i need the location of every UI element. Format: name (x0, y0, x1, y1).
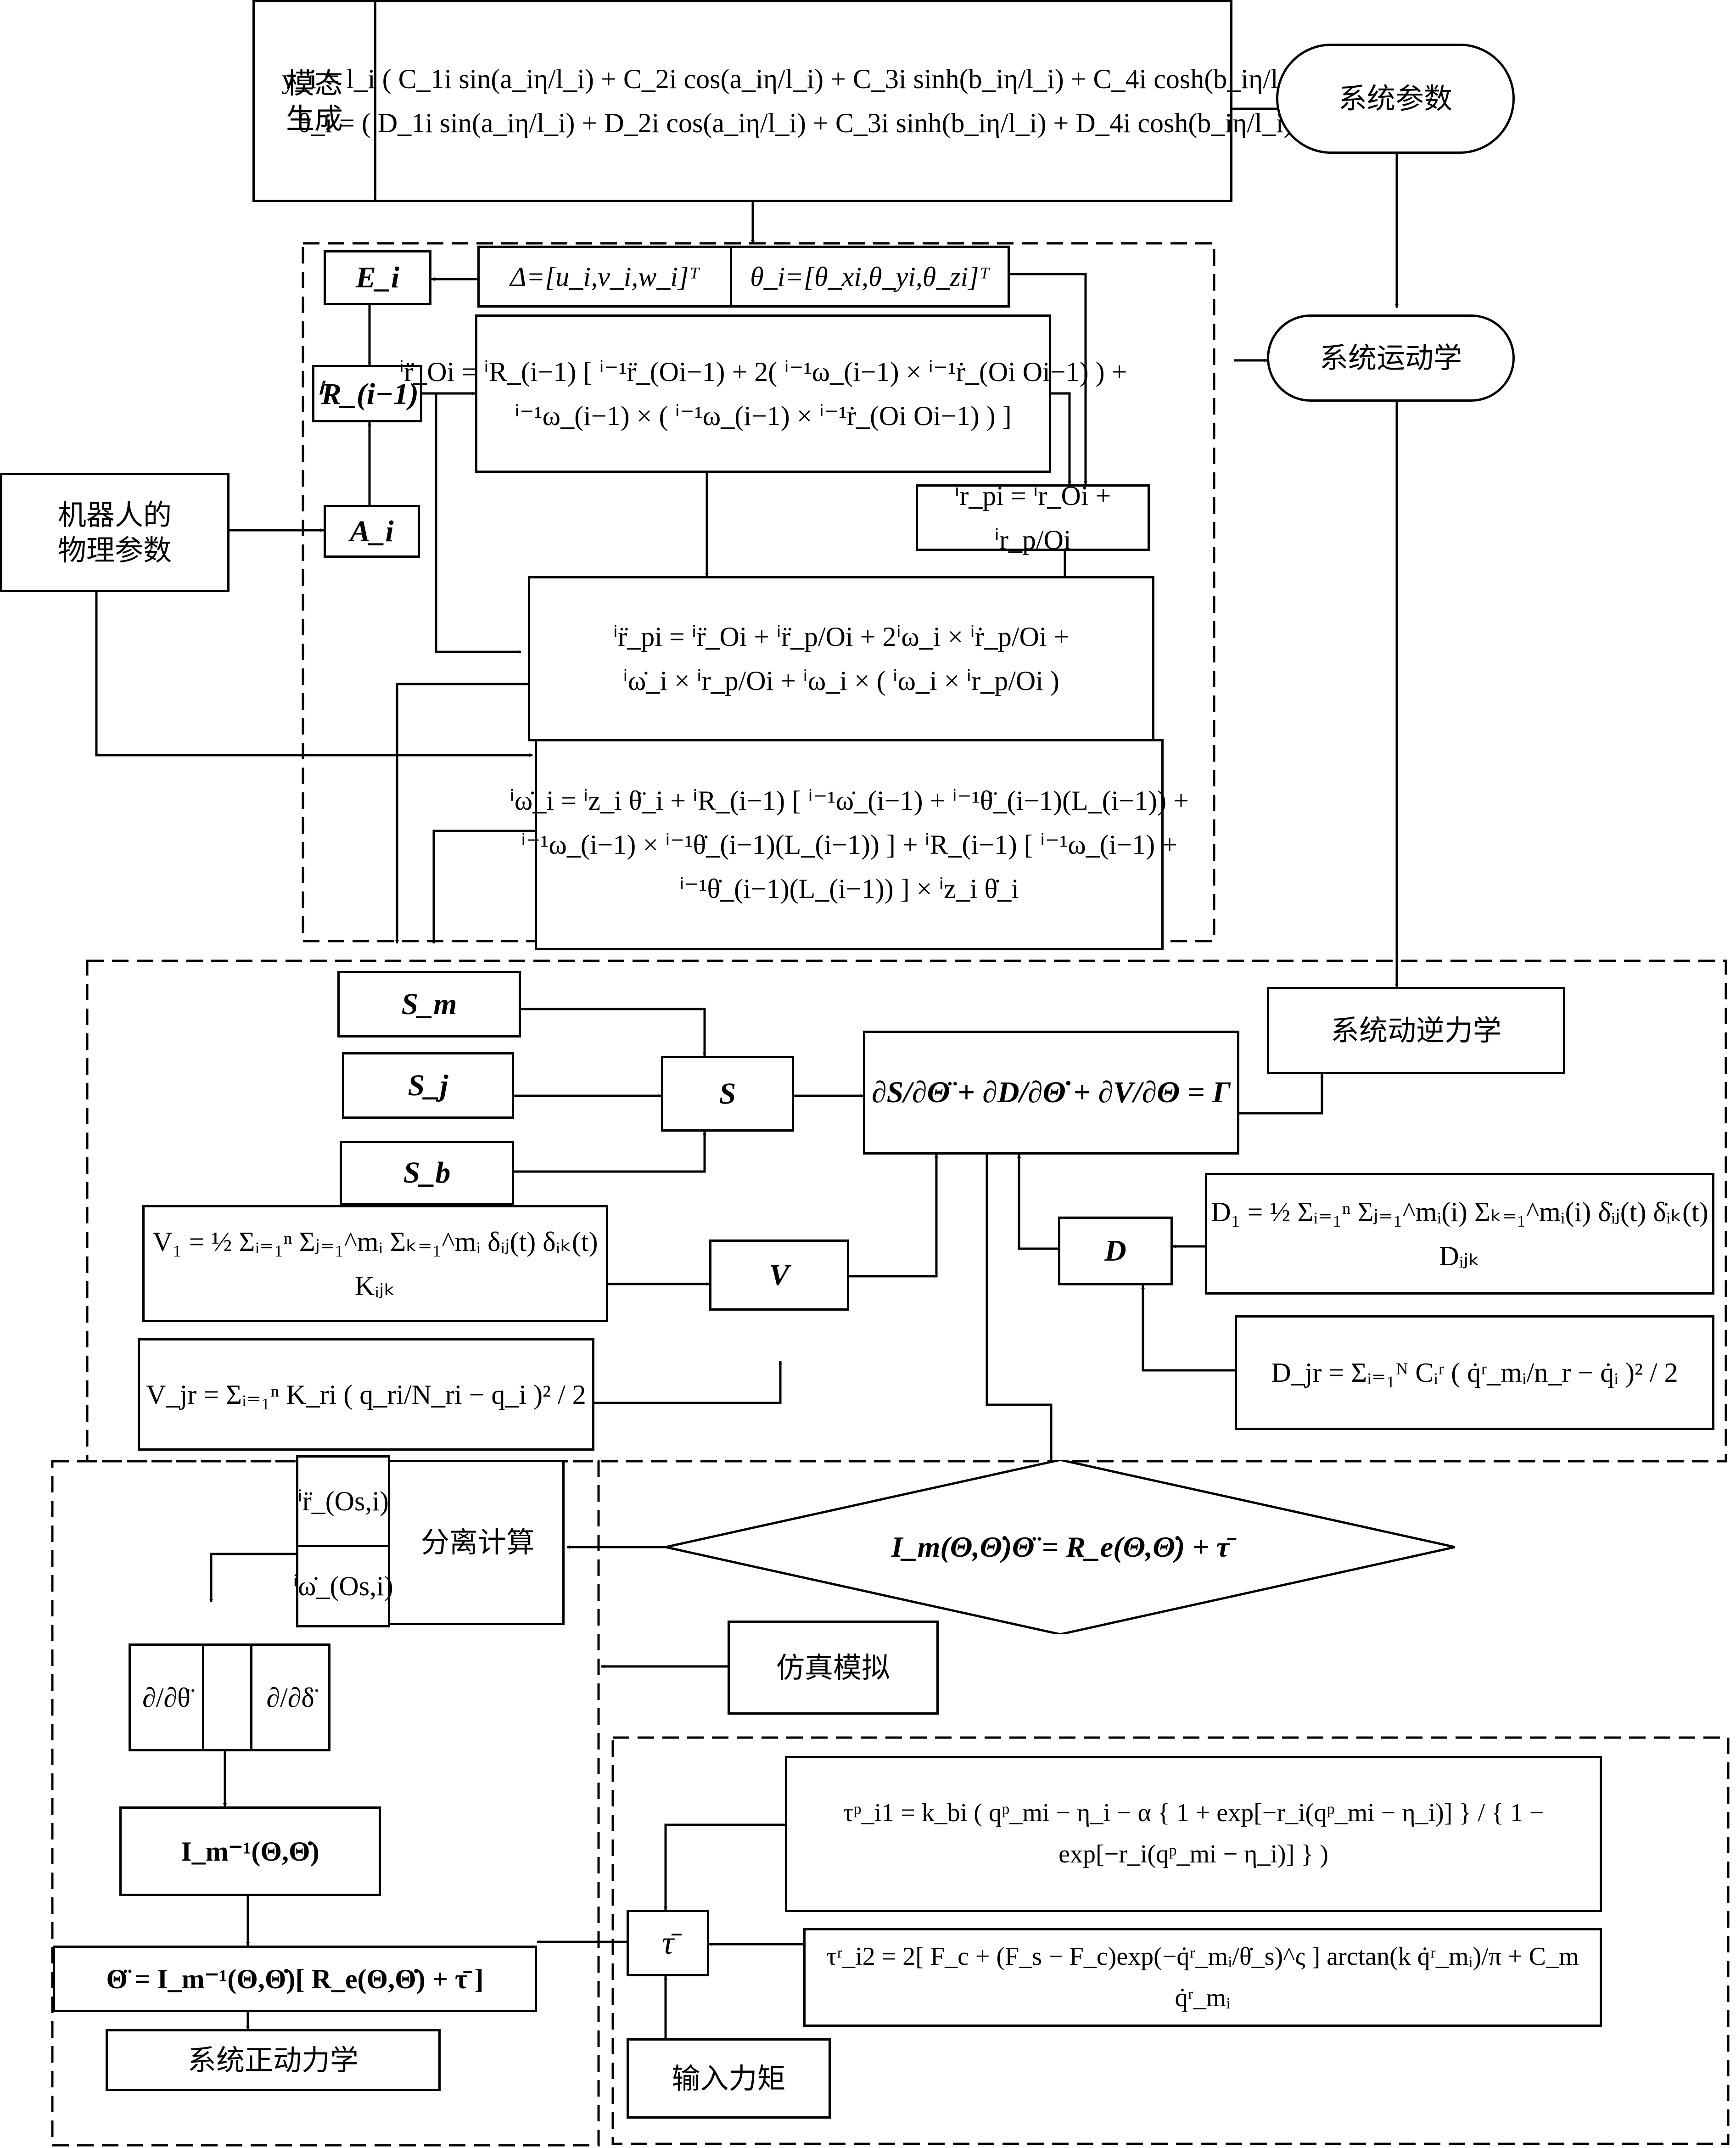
decision-dynamics-eq: I_m(Θ,Θ̇)Θ̈ = R_e(Θ,Θ̇) + τ̄ (666, 1460, 1455, 1634)
node-S-m: S_m (337, 971, 521, 1038)
node-input-torque: 输入力矩 (627, 2038, 831, 2119)
node-partial-delta: ∂/∂δ̈ (250, 1643, 330, 1751)
eq-lagrange: ∂S/∂Θ̈ + ∂D/∂Θ̇ + ∂V/∂Θ = Γ (863, 1031, 1239, 1155)
eq-angular-acc-line2: ⁱ⁻¹ω_(i−1) × ⁱ⁻¹θ̇_(i−1)(L_(i−1)) ] + ⁱR… (521, 830, 1178, 860)
node-sep-omega: ⁱω̇_(Os,i) (293, 1545, 393, 1627)
node-sys-fwd-dynamics: 系统正动力学 (106, 2029, 441, 2091)
node-partial-divider (202, 1643, 252, 1751)
node-E-i: E_i (324, 250, 431, 305)
node-S-j: S_j (342, 1052, 514, 1119)
node-theta-vector: θ_i=[θ_xi,θ_yi,θ_zi]ᵀ (730, 246, 1010, 308)
eq-acc-origin-line2: ⁱ⁻¹ω_(i−1) × ( ⁱ⁻¹ω_(i−1) × ⁱ⁻¹ṙ_(Oi Oi−… (515, 400, 1012, 431)
node-robot-params: 机器人的 物理参数 (0, 473, 230, 592)
node-Im-inverse: I_m⁻¹(Θ,Θ̇) (119, 1806, 381, 1896)
modal-equations: y_i = l_i ( C_1i sin(a_iη/l_i) + C_2i co… (282, 0, 1325, 202)
arrows (95, 107, 1399, 2038)
node-simulation: 仿真模拟 (728, 1621, 939, 1715)
node-partial-theta: ∂/∂θ̈ (129, 1643, 204, 1751)
eq-acc-point: ⁱr̈_pi = ⁱr̈_Oi + ⁱr̈_p/Oi + 2ⁱω_i × ⁱṙ_… (528, 576, 1154, 741)
eq-acceleration: Θ̈ = I_m⁻¹(Θ,Θ̇)[ R_e(Θ,Θ̇) + τ̄ ] (53, 1946, 537, 2012)
node-tau-bar: τ̄ (627, 1910, 709, 1976)
dynamics-eq-text: I_m(Θ,Θ̇)Θ̈ = R_e(Θ,Θ̇) + τ̄ (891, 1530, 1230, 1563)
node-sys-inv-dynamics: 系统动逆力学 (1267, 987, 1565, 1074)
eq-acc-point-line2: ⁱω̇_i × ⁱr_p/Oi + ⁱω_i × ( ⁱω_i × ⁱr_p/O… (623, 666, 1059, 696)
diamond-shape (666, 1460, 1455, 1634)
eq-acc-point-line1: ⁱr̈_pi = ⁱr̈_Oi + ⁱr̈_p/Oi + 2ⁱω_i × ⁱṙ_… (613, 622, 1070, 652)
node-R-i-1: ⁱR_(i−1) (312, 365, 422, 422)
node-sep-r: ⁱr̈_(Os,i) (296, 1455, 390, 1547)
modal-eq-theta: θ_i = ( D_1i sin(a_iη/l_i) + D_2i cos(a_… (297, 108, 1309, 138)
node-D: D (1058, 1217, 1173, 1285)
node-sys-params: 系统参数 (1276, 44, 1515, 154)
node-sys-kinematics: 系统运动学 (1267, 314, 1515, 402)
eq-position: ⁱr_pi = ⁱr_Oi + ⁱr_p/Oi (916, 481, 1150, 555)
node-S-b: S_b (340, 1141, 514, 1205)
node-V: V (709, 1239, 849, 1311)
eq-angular-acc: ⁱω̇_i = ⁱz_i θ̈_i + ⁱR_(i−1) [ ⁱ⁻¹ω̇_(i−… (510, 739, 1189, 950)
node-S: S (661, 1056, 794, 1132)
modal-eq-y: y_i = l_i ( C_1i sin(a_iη/l_i) + C_2i co… (281, 64, 1325, 94)
eq-acc-origin-line1: ⁱr̈_Oi = ⁱR_(i−1) [ ⁱ⁻¹r̈_(Oi−1) + 2( ⁱ⁻… (399, 356, 1127, 387)
node-delta-vector: Δ=[u_i,v_i,w_i]ᵀ (477, 246, 732, 308)
eq-angular-acc-line3: ⁱ⁻¹θ̇_(i−1)(L_(i−1)) ] × ⁱz_i θ̇_i (679, 874, 1019, 904)
eq-Vjr: V_jr = Σᵢ₌₁ⁿ K_ri ( q_ri/N_ri − q_i )² /… (138, 1338, 594, 1451)
node-A-i: A_i (324, 505, 420, 558)
eq-angular-acc-line1: ⁱω̇_i = ⁱz_i θ̈_i + ⁱR_(i−1) [ ⁱ⁻¹ω̇_(i−… (510, 785, 1189, 816)
eq-Djr: D_jr = Σᵢ₌₁ᴺ Cᵢʳ ( q̇ʳ_mᵢ/n_r − q̇ᵢ )² /… (1235, 1315, 1714, 1430)
eq-acc-origin: ⁱr̈_Oi = ⁱR_(i−1) [ ⁱ⁻¹r̈_(Oi−1) + 2( ⁱ⁻… (399, 314, 1127, 473)
eq-V1: V₁ = ½ Σᵢ₌₁ⁿ Σⱼ₌₁^mᵢ Σₖ₌₁^mᵢ δᵢⱼ(t) δᵢₖ(… (142, 1205, 608, 1322)
modal-generation-label: 模态 生成 (252, 0, 376, 202)
eq-D1: D₁ = ½ Σᵢ₌₁ⁿ Σⱼ₌₁^mᵢ(i) Σₖ₌₁^mᵢ(i) δ̇ᵢⱼ(… (1205, 1173, 1714, 1295)
eq-tau-p: τᵖ_i1 = k_bi ( qᵖ_mi − η_i − α { 1 + exp… (785, 1756, 1602, 1912)
eq-tau-r: τʳ_i2 = 2[ F_c + (F_s − F_c)exp(−q̇ʳ_mᵢ/… (803, 1928, 1602, 2027)
